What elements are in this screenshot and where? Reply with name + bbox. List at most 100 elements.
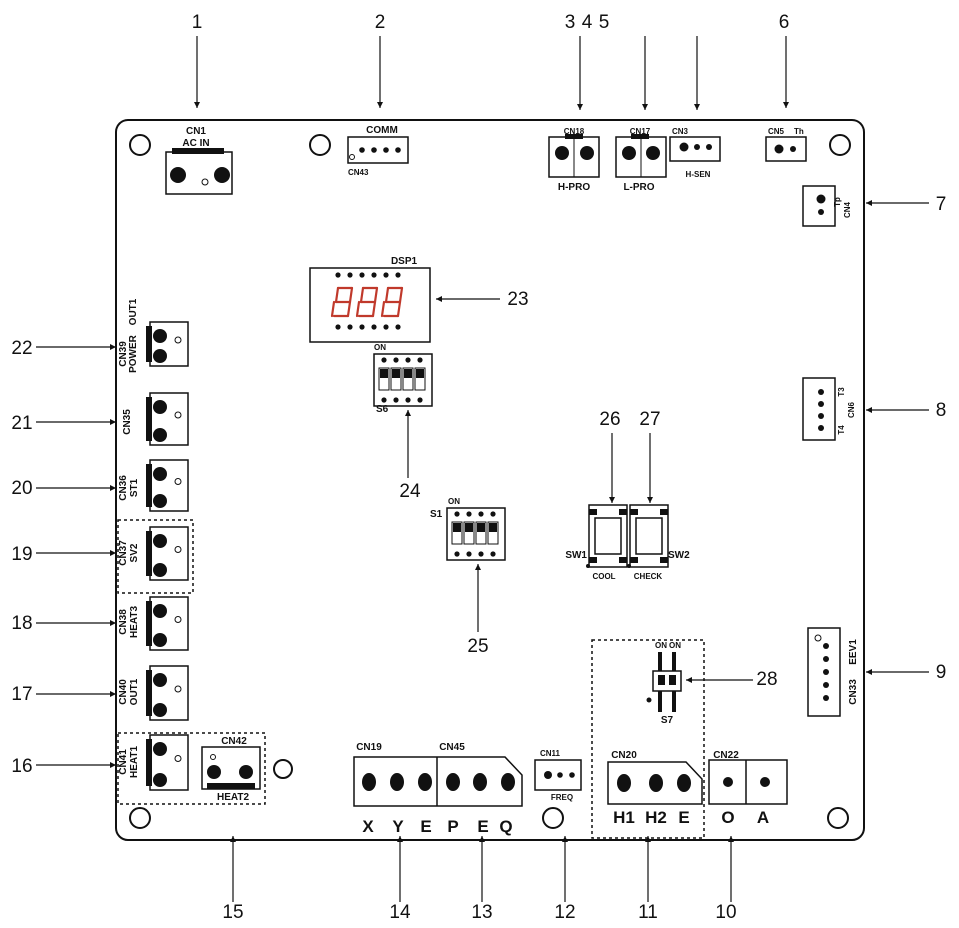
leader-10-head (728, 836, 734, 842)
dsp1-pin (395, 272, 401, 278)
terminal-screw (362, 773, 376, 791)
left-connector-pin (153, 400, 167, 414)
leader-17-head (110, 691, 116, 697)
callout-7: 7 (936, 194, 947, 215)
callout-27: 27 (639, 409, 660, 430)
cn42-latch (207, 783, 255, 789)
callout-16: 16 (11, 756, 32, 777)
callout-19: 19 (11, 544, 32, 565)
cn1-latch (172, 148, 224, 154)
leader-4-head (642, 104, 648, 110)
s6-pin (405, 397, 411, 403)
leader-5-head (694, 104, 700, 110)
dsp1-digit-2-segment (355, 300, 361, 318)
cn33-pin (823, 682, 829, 688)
cn37-dashed-box (117, 519, 194, 594)
board-layer (115, 119, 865, 841)
s7-marker (646, 697, 652, 703)
callout-6: 6 (779, 12, 790, 33)
mount-hole-4 (129, 807, 151, 829)
callout-20: 20 (11, 478, 32, 499)
callout-5: 5 (599, 12, 610, 33)
cn18-latch (565, 134, 583, 139)
mount-hole-7 (273, 759, 293, 779)
callout-24: 24 (399, 481, 421, 502)
sw1-leg (619, 557, 627, 563)
cn33-pin (823, 695, 829, 701)
callout-2: 2 (375, 12, 386, 33)
sw2-leg (660, 557, 668, 563)
dsp1-pin (347, 324, 353, 330)
cn5-pin (790, 146, 796, 152)
leader-11-head (645, 836, 651, 842)
left-connector-latch-6 (146, 670, 152, 716)
s1-switch-lever (453, 523, 461, 532)
cn42-pin (239, 765, 253, 779)
terminal-p: P (447, 817, 458, 836)
left-connector-pin (153, 703, 167, 717)
cn18-label: CN18 (564, 127, 585, 136)
s1-switch-slot (463, 521, 475, 545)
s6-pin (405, 357, 411, 363)
left-connector-pin-hole (174, 685, 182, 693)
s1-switch-lever (489, 523, 497, 532)
terminal-screw (473, 773, 487, 791)
s1-pin (454, 551, 460, 557)
cn4-housing (802, 185, 836, 227)
dsp1-digit-3-segment (380, 300, 386, 318)
callout-9: 9 (936, 662, 947, 683)
leader-21-head (110, 419, 116, 425)
callout-8: 8 (936, 400, 947, 421)
left-connector-latch-5 (146, 601, 152, 646)
s6-pin (393, 397, 399, 403)
leader-27-head (647, 497, 653, 503)
callout-3: 3 (565, 12, 576, 33)
cn22-screw (760, 777, 770, 787)
s6-pin (381, 357, 387, 363)
callout-11: 11 (638, 902, 658, 923)
s1-switch-lever (465, 523, 473, 532)
left-connector-pin-hole (174, 616, 182, 623)
callout-1: 1 (192, 12, 203, 33)
callout-4: 4 (582, 12, 593, 33)
cn18-pin (555, 146, 569, 160)
cn3-pin (694, 144, 700, 150)
leader-9-head (866, 669, 872, 675)
heat1-label: HEAT1 (129, 746, 140, 778)
leader-16-head (110, 762, 116, 768)
s1-switch-lever (477, 523, 485, 532)
s7-lever (658, 675, 665, 685)
sw2-leg (630, 509, 638, 515)
callout-10: 10 (715, 902, 736, 923)
s6-label: S6 (376, 404, 389, 415)
callout-26: 26 (599, 409, 620, 430)
sv2-label: SV2 (129, 543, 140, 562)
heat2-label: HEAT2 (217, 792, 249, 803)
cn41-label: CN41 (118, 749, 129, 775)
sw2-label: SW2 (668, 550, 690, 561)
check-label: CHECK (634, 572, 663, 581)
out1-label: OUT1 (129, 678, 140, 705)
sw2-leg (660, 509, 668, 515)
leader-2-head (377, 102, 383, 108)
sw2-leg (630, 557, 638, 563)
left-connector-pin (153, 467, 167, 481)
s6-switch-lever (404, 369, 412, 378)
left-connector-pin (153, 563, 167, 577)
sw1-marker (586, 564, 590, 568)
s1-switch-slot (475, 521, 487, 545)
dsp1-digit-1-segment (348, 286, 354, 304)
callout-25: 25 (467, 636, 488, 657)
h-sen-label: H-SEN (686, 170, 711, 179)
s6-on-label: ON (374, 343, 386, 352)
cn1-pin (214, 167, 230, 183)
left-connector-pin-hole (174, 478, 182, 485)
dsp1-housing (309, 267, 431, 343)
cn38-label: CN38 (118, 609, 129, 635)
dsp1-pin (335, 272, 341, 278)
cn33-pin-hole (814, 634, 822, 642)
components-layer (117, 134, 841, 839)
cn33-pin (823, 643, 829, 649)
callout-23: 23 (507, 289, 528, 310)
